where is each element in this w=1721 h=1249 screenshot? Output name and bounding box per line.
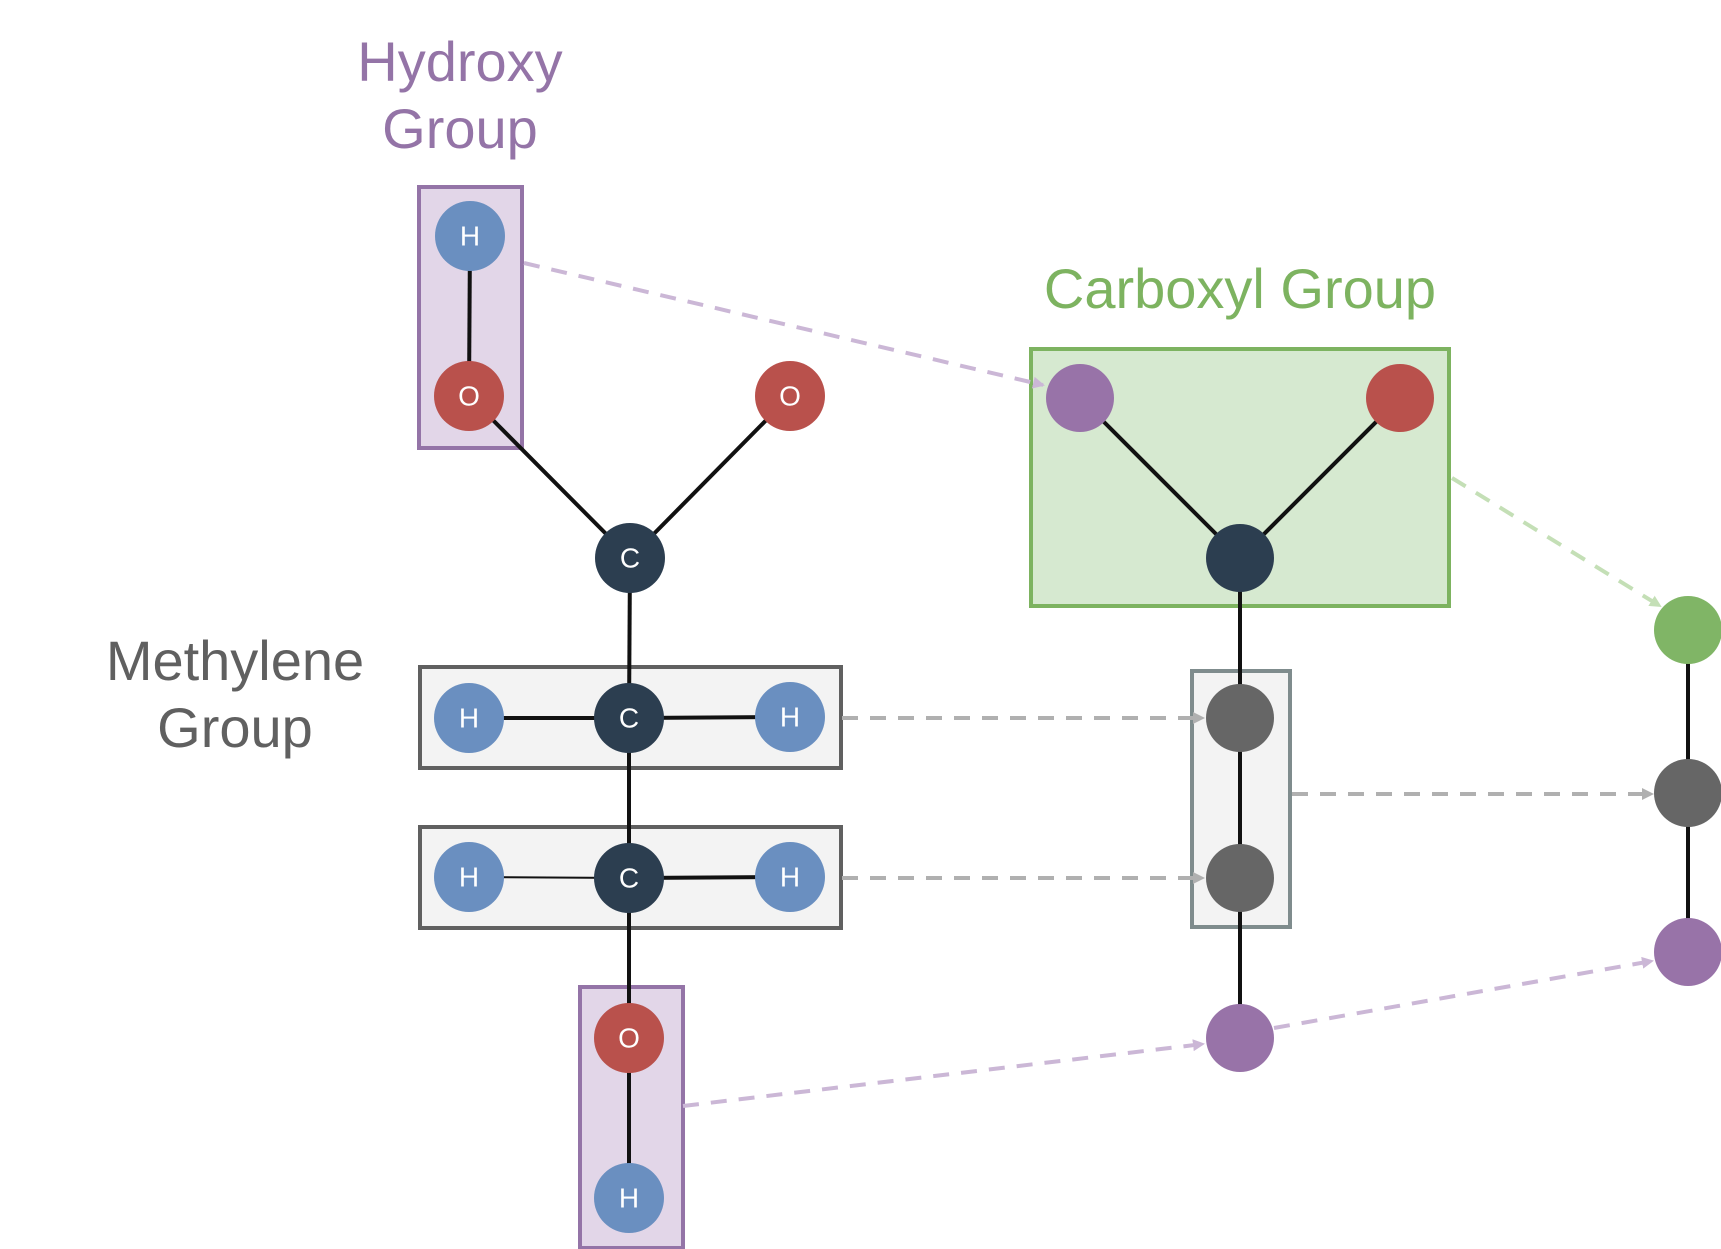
methylene-label-line2: Group: [157, 696, 313, 760]
hydroxy-bead: [1046, 364, 1114, 432]
carbon-atom: C: [594, 683, 664, 753]
hydrogen-atom: H: [434, 842, 504, 912]
carbon-atom: C: [594, 843, 664, 913]
atom-symbol: H: [780, 862, 800, 893]
atom-symbol: H: [459, 862, 479, 893]
carboxyl-group-label: Carboxyl Group: [1000, 255, 1480, 322]
hydroxy-bead: [1206, 1004, 1274, 1072]
hydroxy-coarse-mapping-arrow: [1273, 956, 1654, 1030]
atom-symbol: H: [780, 702, 800, 733]
hydrogen-atom: H: [594, 1163, 664, 1233]
methylene-label-line1: Methylene: [105, 629, 365, 692]
hydrogen-atom: H: [435, 201, 505, 271]
bond-cg-o-c-right: [1238, 396, 1402, 560]
atom-symbol: C: [619, 863, 639, 894]
hydroxy-group-label: Hydroxy Group: [320, 28, 600, 162]
hydroxy-bottom-mapping-arrow: [682, 1039, 1205, 1108]
mapping-arrows: [523, 261, 1662, 1108]
atom-symbol: O: [618, 1023, 640, 1054]
coarse-nodes: [1046, 364, 1434, 1072]
hydrogen-atom: H: [755, 842, 825, 912]
bond-cg-o-c-left: [1078, 396, 1242, 560]
atoms: H O O C H C H: [434, 201, 825, 1233]
oxygen-atom: O: [755, 361, 825, 431]
hydroxy-label-line1: Hydroxy: [357, 30, 563, 93]
hydroxy-label-line2: Group: [382, 97, 538, 161]
oxygen-atom: O: [594, 1003, 664, 1073]
atom-symbol: H: [460, 221, 480, 252]
super-coarse-nodes: [1654, 596, 1721, 986]
atom-symbol: C: [620, 543, 640, 574]
atom-symbol: O: [458, 381, 480, 412]
methylene-bead: [1654, 759, 1721, 827]
methylene-bead: [1206, 684, 1274, 752]
carboxyl-mapping-arrow: [1450, 476, 1662, 608]
hydroxy-top-mapping-arrow: [523, 261, 1045, 389]
atom-symbol: H: [459, 703, 479, 734]
atom-symbol: C: [619, 703, 639, 734]
carbon-atom: C: [595, 523, 665, 593]
oxygen-bead: [1366, 364, 1434, 432]
bond-o-c-left: [467, 394, 632, 560]
atom-symbol: O: [779, 381, 801, 412]
carbon-bead: [1206, 524, 1274, 592]
carboxyl-label-text: Carboxyl Group: [1043, 257, 1437, 320]
hydrogen-atom: H: [434, 683, 504, 753]
atom-symbol: H: [619, 1183, 639, 1214]
hydroxy-bead: [1654, 918, 1721, 986]
carboxyl-bead: [1654, 596, 1721, 664]
hydrogen-atom: H: [755, 682, 825, 752]
methylene-bead: [1206, 844, 1274, 912]
oxygen-atom: O: [434, 361, 504, 431]
methylene-group-label: Methylene Group: [70, 627, 400, 761]
bond-o-c-right: [628, 394, 792, 560]
